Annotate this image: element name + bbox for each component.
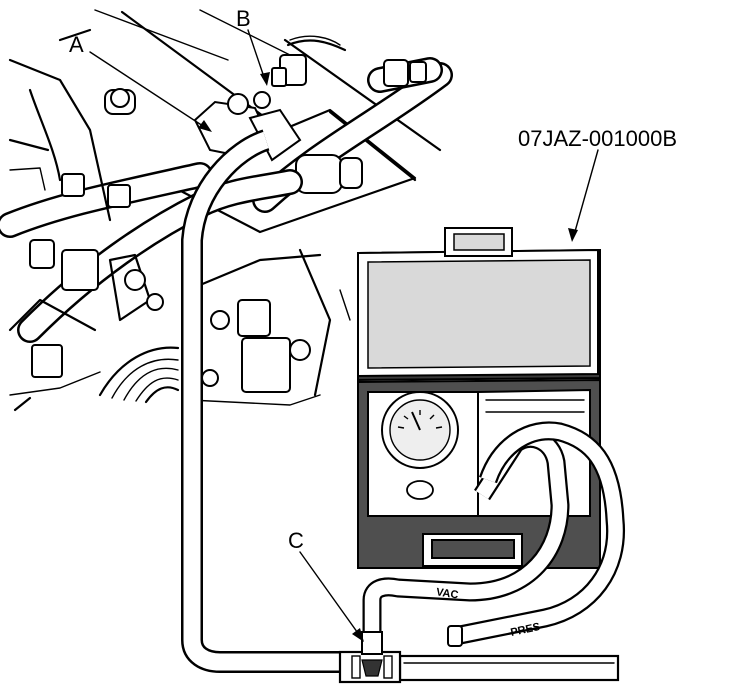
callout-a-label: A [69,32,84,57]
pressure-gauge [381,391,459,469]
hose-assembly: VAC PRES [181,129,626,684]
callout-leaders [89,29,599,642]
vac-marking: VAC [435,586,459,601]
callout-b-label: B [236,6,251,31]
tool-number-label: 07JAZ-001000B [518,126,677,151]
callout-c-label: C [288,528,304,553]
corrugated-duct [98,346,180,404]
tee-connector [338,631,402,684]
